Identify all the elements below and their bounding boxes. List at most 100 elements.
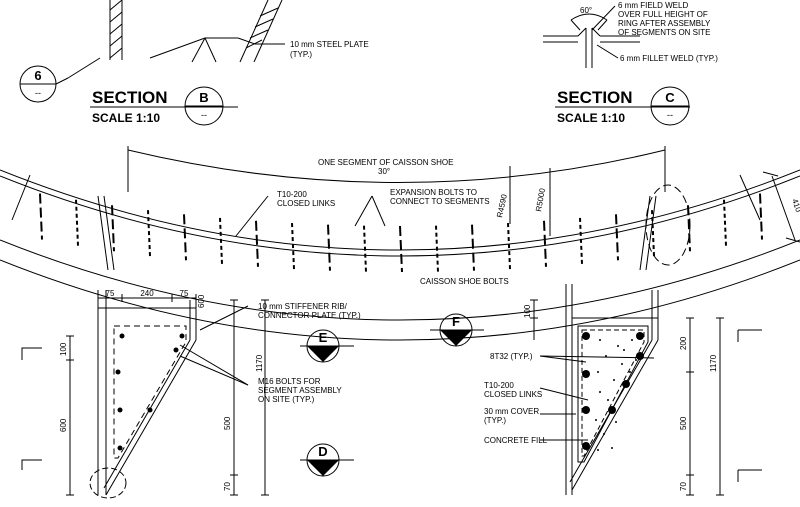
one-segment-label: ONE SEGMENT OF CAISSON SHOE	[318, 158, 453, 167]
section-c-letter: C	[665, 90, 675, 105]
links-note-1: T10-200	[484, 381, 514, 390]
stiffener-note-2: CONNECTOR PLATE (TYP.)	[258, 311, 361, 320]
arc-bolt	[255, 220, 259, 267]
section-c-rebar	[582, 332, 644, 450]
cut-d-sheet: --	[320, 465, 326, 474]
arc-bolt	[723, 199, 727, 246]
top-left-detail	[67, 0, 285, 79]
section-b-title	[90, 86, 238, 126]
dim-75-left: 75	[106, 289, 115, 298]
links-top-2: CLOSED LINKS	[277, 199, 335, 208]
dim-240: 240	[140, 289, 154, 298]
dim-600-top: 600	[197, 294, 206, 308]
cut-mark-triangles	[307, 330, 472, 476]
bars-note: 8T32 (TYP.)	[490, 352, 533, 361]
concrete-fill-hatch	[595, 339, 637, 451]
detail-number: 6	[34, 68, 41, 83]
caisson-shoe-plan	[0, 146, 800, 341]
fill-dot	[597, 371, 599, 373]
expansion-note-1: EXPANSION BOLTS TO	[390, 188, 477, 197]
arc-bolt	[399, 225, 403, 273]
m16-note-2: SEGMENT ASSEMBLY	[258, 386, 342, 395]
cover-note-1: 30 mm COVER	[484, 407, 539, 416]
section-c-title	[555, 86, 690, 126]
arc-bolt	[543, 220, 547, 267]
fill-dot	[599, 339, 601, 341]
dim-70-right: 70	[679, 482, 688, 491]
dim-600: 600	[59, 418, 68, 432]
cut-f-letter: F	[452, 314, 460, 329]
arc-bolt	[327, 224, 331, 271]
arc-bolt	[579, 217, 583, 264]
arc-bolt	[291, 223, 295, 270]
section-c-sheet: --	[667, 110, 673, 120]
section-c-heading: SECTION	[557, 88, 633, 107]
dim-100: 100	[59, 342, 68, 356]
fill-dot	[635, 359, 637, 361]
caisson-bolts-label: CAISSON SHOE BOLTS	[420, 277, 509, 286]
fill-dot	[613, 379, 615, 381]
fill-dot	[599, 391, 601, 393]
arc-bolt	[471, 224, 475, 271]
detail-6-bubble	[19, 65, 69, 103]
dim-1170-right: 1170	[709, 354, 718, 372]
fill-dot	[631, 339, 633, 341]
fill-dot	[629, 371, 631, 373]
segment-angle: 30°	[378, 167, 390, 176]
cut-e-letter: E	[319, 330, 328, 345]
field-weld-note-1: 6 mm FIELD WELD	[618, 1, 688, 10]
links-top-1: T10-200	[277, 190, 307, 199]
weld-angle: 60°	[580, 6, 592, 15]
arc-bolt	[651, 210, 655, 257]
fill-dot	[605, 355, 607, 357]
fill-dot	[615, 421, 617, 423]
section-c-shoe	[530, 284, 762, 496]
section-c-scale: SCALE 1:10	[557, 111, 625, 125]
dim-70-left: 70	[223, 482, 232, 491]
dim-410: 410	[790, 198, 800, 214]
expansion-note-2: CONNECT TO SEGMENTS	[390, 197, 490, 206]
fill-dot	[617, 345, 619, 347]
section-b-rebar	[115, 333, 185, 451]
dim-500-left: 500	[223, 416, 232, 430]
steel-plate-note-1: 10 mm STEEL PLATE	[290, 40, 369, 49]
dim-100-right: 100	[523, 304, 532, 318]
section-b-shoe	[21, 290, 269, 499]
arc-bolt	[507, 223, 511, 270]
fill-dot	[623, 349, 625, 351]
detail-sheet: --	[35, 88, 41, 98]
fill-dot	[595, 419, 597, 421]
arc-bolt	[219, 217, 223, 264]
radius-4590: R4590	[495, 193, 509, 218]
section-b-heading: SECTION	[92, 88, 168, 107]
stiffener-note-1: 10 mm STIFFENER RIB/	[258, 302, 348, 311]
fill-dot	[597, 449, 599, 451]
field-weld-note-2: OVER FULL HEIGHT OF	[618, 10, 708, 19]
fill-dot	[621, 363, 623, 365]
cut-d-letter: D	[318, 444, 327, 459]
arc-bolt	[615, 214, 619, 261]
arc-bolt	[435, 225, 439, 272]
arc-bolt	[759, 193, 763, 240]
cut-e-sheet: --	[320, 351, 326, 360]
arc-bolt	[147, 210, 151, 257]
arc-bolt	[183, 214, 187, 261]
arc-bolt	[687, 205, 691, 252]
fill-dot	[607, 399, 609, 401]
dim-75-right: 75	[180, 289, 189, 298]
fill-dot	[603, 433, 605, 435]
section-b-sheet: --	[201, 110, 207, 120]
links-note-2: CLOSED LINKS	[484, 390, 542, 399]
radius-5000: R5000	[534, 187, 547, 212]
bolt-marks	[39, 193, 763, 273]
field-weld-note-4: OF SEGMENTS ON SITE	[618, 28, 710, 37]
cut-f-sheet: --	[453, 335, 459, 344]
section-b-letter: B	[199, 90, 208, 105]
arc-bolt	[111, 205, 115, 252]
dim-500-right: 500	[679, 416, 688, 430]
arc-bolt	[39, 193, 43, 240]
dim-1170-left: 1170	[255, 354, 264, 372]
section-b-scale: SCALE 1:10	[92, 111, 160, 125]
fillet-weld-note: 6 mm FILLET WELD (TYP.)	[620, 54, 718, 63]
arc-bolt	[75, 199, 79, 246]
